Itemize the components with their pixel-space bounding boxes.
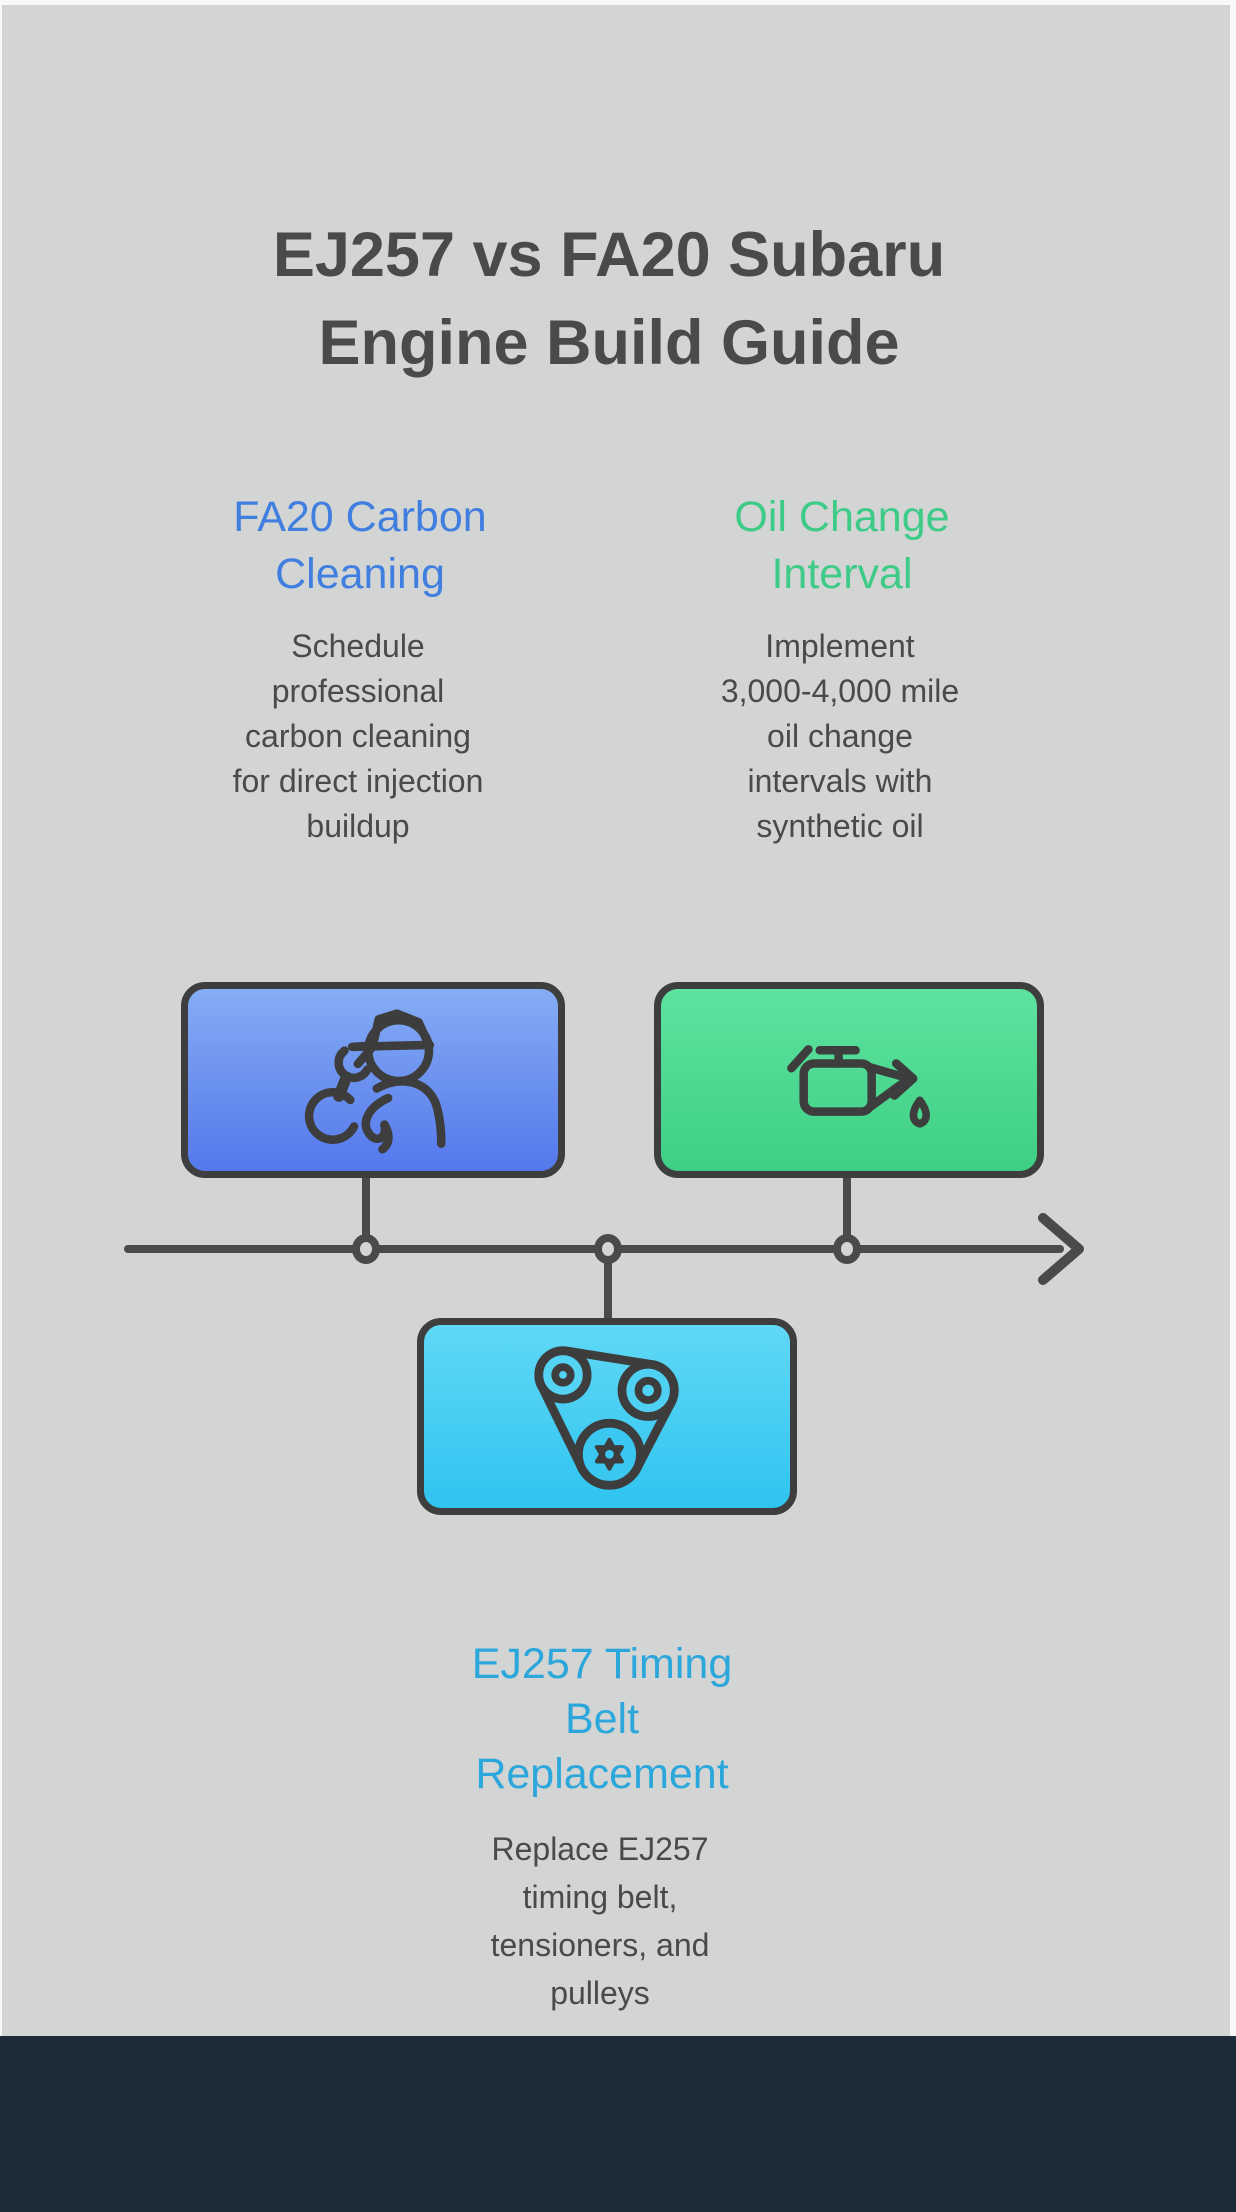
step-description-ej257-timing-belt: Replace EJ257 timing belt, tensioners, a…	[490, 1831, 710, 2011]
connector-step2	[843, 1173, 851, 1239]
timeline-node-3	[833, 1234, 861, 1264]
step-box-ej257-timing-belt	[417, 1318, 797, 1515]
step-description-oil-change-interval: Implement 3,000-4,000 mile oil change in…	[720, 628, 960, 844]
footer-bar	[0, 2036, 1236, 2212]
step-description-fa20-carbon-cleaning: Schedule professional carbon cleaning fo…	[232, 628, 484, 844]
timeline-node-1	[352, 1234, 380, 1264]
timeline-node-2	[594, 1234, 622, 1264]
step-box-fa20-carbon-cleaning	[181, 982, 565, 1178]
connector-step3	[604, 1253, 612, 1321]
timeline-arrowhead-icon	[1035, 1210, 1091, 1288]
page-title: EJ257 vs FA20 Subaru Engine Build Guide	[272, 220, 946, 378]
step-box-oil-change-interval	[654, 982, 1044, 1178]
connector-step1	[362, 1173, 370, 1239]
oil-can-icon	[759, 1021, 939, 1139]
mechanic-icon	[297, 1007, 449, 1154]
step-heading-ej257-timing-belt: EJ257 Timing Belt Replacement	[471, 1640, 733, 1798]
infographic-canvas: EJ257 vs FA20 Subaru Engine Build Guide …	[2, 5, 1230, 2036]
timing-belt-icon	[527, 1342, 687, 1492]
step-heading-fa20-carbon-cleaning: FA20 Carbon Cleaning	[233, 493, 487, 598]
step-heading-oil-change-interval: Oil Change Interval	[734, 493, 950, 598]
